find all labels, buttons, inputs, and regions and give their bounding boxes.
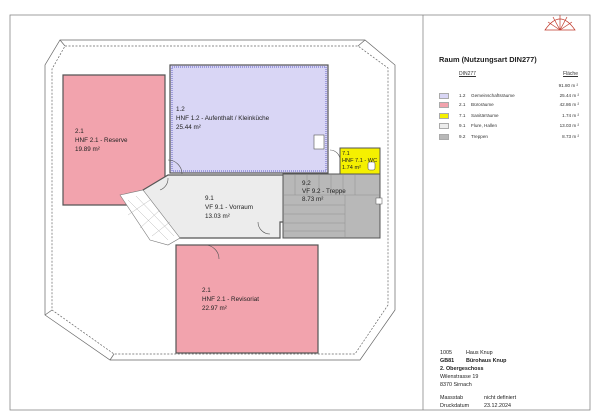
legend-col-category: DIN277 <box>459 71 476 77</box>
legend-row: 9.2 Treppen 8.73 m ² <box>439 133 579 142</box>
room-wc-code: 7.1 <box>342 151 350 157</box>
legend-swatch <box>439 113 449 119</box>
room-treppe[interactable] <box>282 173 381 239</box>
room-aufenthalt[interactable] <box>169 64 329 174</box>
print-date-label: Druckdatum <box>440 403 470 409</box>
legend-area: 1.74 m ² <box>562 113 579 118</box>
rooms <box>62 64 381 354</box>
building-name: Bürohaus Knup <box>466 358 507 364</box>
legend-area: 42.86 m ² <box>559 102 579 107</box>
street-address: Wilenstrasse 19 <box>440 374 479 380</box>
legend-col-area: Fläche <box>562 71 578 77</box>
legend-name: Büroräume <box>471 102 494 107</box>
room-aufenthalt-area: 25.44 m² <box>176 124 201 131</box>
room-reserve-name: HNF 2.1 - Reserve <box>75 137 128 144</box>
legend-name: Flure, Hallen <box>471 123 498 128</box>
shell-logo-icon <box>544 15 576 31</box>
room-aufenthalt-code: 1.2 <box>176 106 185 113</box>
legend-code: 2.1 <box>459 102 466 107</box>
city-address: 8370 Sirnach <box>440 382 472 388</box>
hatch-lines <box>127 195 175 241</box>
legend-row: 9.1 Flure, Hallen 13.03 m ² <box>439 122 579 131</box>
room-treppe-area: 8.73 m² <box>302 196 323 203</box>
legend-code: 1.2 <box>459 93 466 98</box>
room-aufenthalt-inner <box>171 66 327 172</box>
room-vorraum-name: VF 9.1 - Vorraum <box>205 204 253 211</box>
legend-row: 7.1 Sanitärräume 1.74 m ² <box>439 112 579 121</box>
column-icon <box>375 197 383 205</box>
print-date-value: 23.12.2024 <box>484 403 511 409</box>
legend-code: 9.2 <box>459 134 466 139</box>
legend-title: Raum (Nutzungsart DIN277) <box>439 55 537 64</box>
room-vorraum-area: 13.03 m² <box>205 213 230 220</box>
room-revisoriat-name: HNF 2.1 - Revisoriat <box>202 296 259 303</box>
legend-code: 7.1 <box>459 113 466 118</box>
building-number: GB81 <box>440 358 455 364</box>
toilet-icon <box>367 161 376 171</box>
project-name: Haus Knup <box>466 350 493 356</box>
legend-swatch <box>439 123 449 129</box>
building-outline <box>44 39 396 361</box>
room-revisoriat[interactable] <box>175 244 319 354</box>
scale-label: Massstab <box>440 395 464 401</box>
room-treppe-code: 9.2 <box>302 180 311 187</box>
project-number: 1005 <box>440 350 452 356</box>
room-treppe-name: VF 9.2 - Treppe <box>302 188 346 195</box>
room-revisoriat-code: 2.1 <box>202 287 211 294</box>
room-aufenthalt-name: HNF 1.2 - Aufenthalt / Kleinküche <box>176 115 270 122</box>
legend-swatch <box>439 93 449 99</box>
legend-row: 2.1 Büroräume 42.86 m ² <box>439 101 579 110</box>
legend-name: Treppen <box>471 134 488 139</box>
legend-name: Sanitärräume <box>471 113 499 118</box>
room-vorraum-code: 9.1 <box>205 195 214 202</box>
legend-code: 9.1 <box>459 123 466 128</box>
legend-area: 13.03 m ² <box>559 123 579 128</box>
diagonal-hatch-area <box>119 189 181 246</box>
scale-value: nicht definiert <box>484 395 517 401</box>
room-reserve-area: 19.89 m² <box>75 146 100 153</box>
legend-total: 91.80 m ² <box>558 83 578 88</box>
legend-swatch <box>439 134 449 140</box>
kitchen-sink-icon <box>313 134 325 150</box>
legend-swatch <box>439 102 449 108</box>
stair-treads <box>283 174 380 238</box>
room-labels: 2.1 HNF 2.1 - Reserve 19.89 m² 1.2 HNF 1… <box>75 106 377 312</box>
room-wc-name: HNF 7.1 - WC <box>342 158 377 164</box>
title-block: 1005 Haus Knup GB81 Bürohaus Knup 2. Obe… <box>440 345 590 415</box>
legend-area: 8.73 m ² <box>562 134 579 139</box>
legend-panel: Raum (Nutzungsart DIN277) DIN277 Fläche … <box>423 15 588 410</box>
door-arcs <box>159 149 341 260</box>
room-wc-area: 1.74 m² <box>342 165 361 171</box>
room-reserve-code: 2.1 <box>75 128 84 135</box>
floor-name: 2. Obergeschoss <box>440 366 484 372</box>
legend-area: 25.44 m ² <box>559 93 579 98</box>
legend-row: 1.2 Gemeinschaftsräume 25.44 m ² <box>439 92 579 101</box>
legend-name: Gemeinschaftsräume <box>471 93 515 98</box>
room-revisoriat-area: 22.97 m² <box>202 305 227 312</box>
